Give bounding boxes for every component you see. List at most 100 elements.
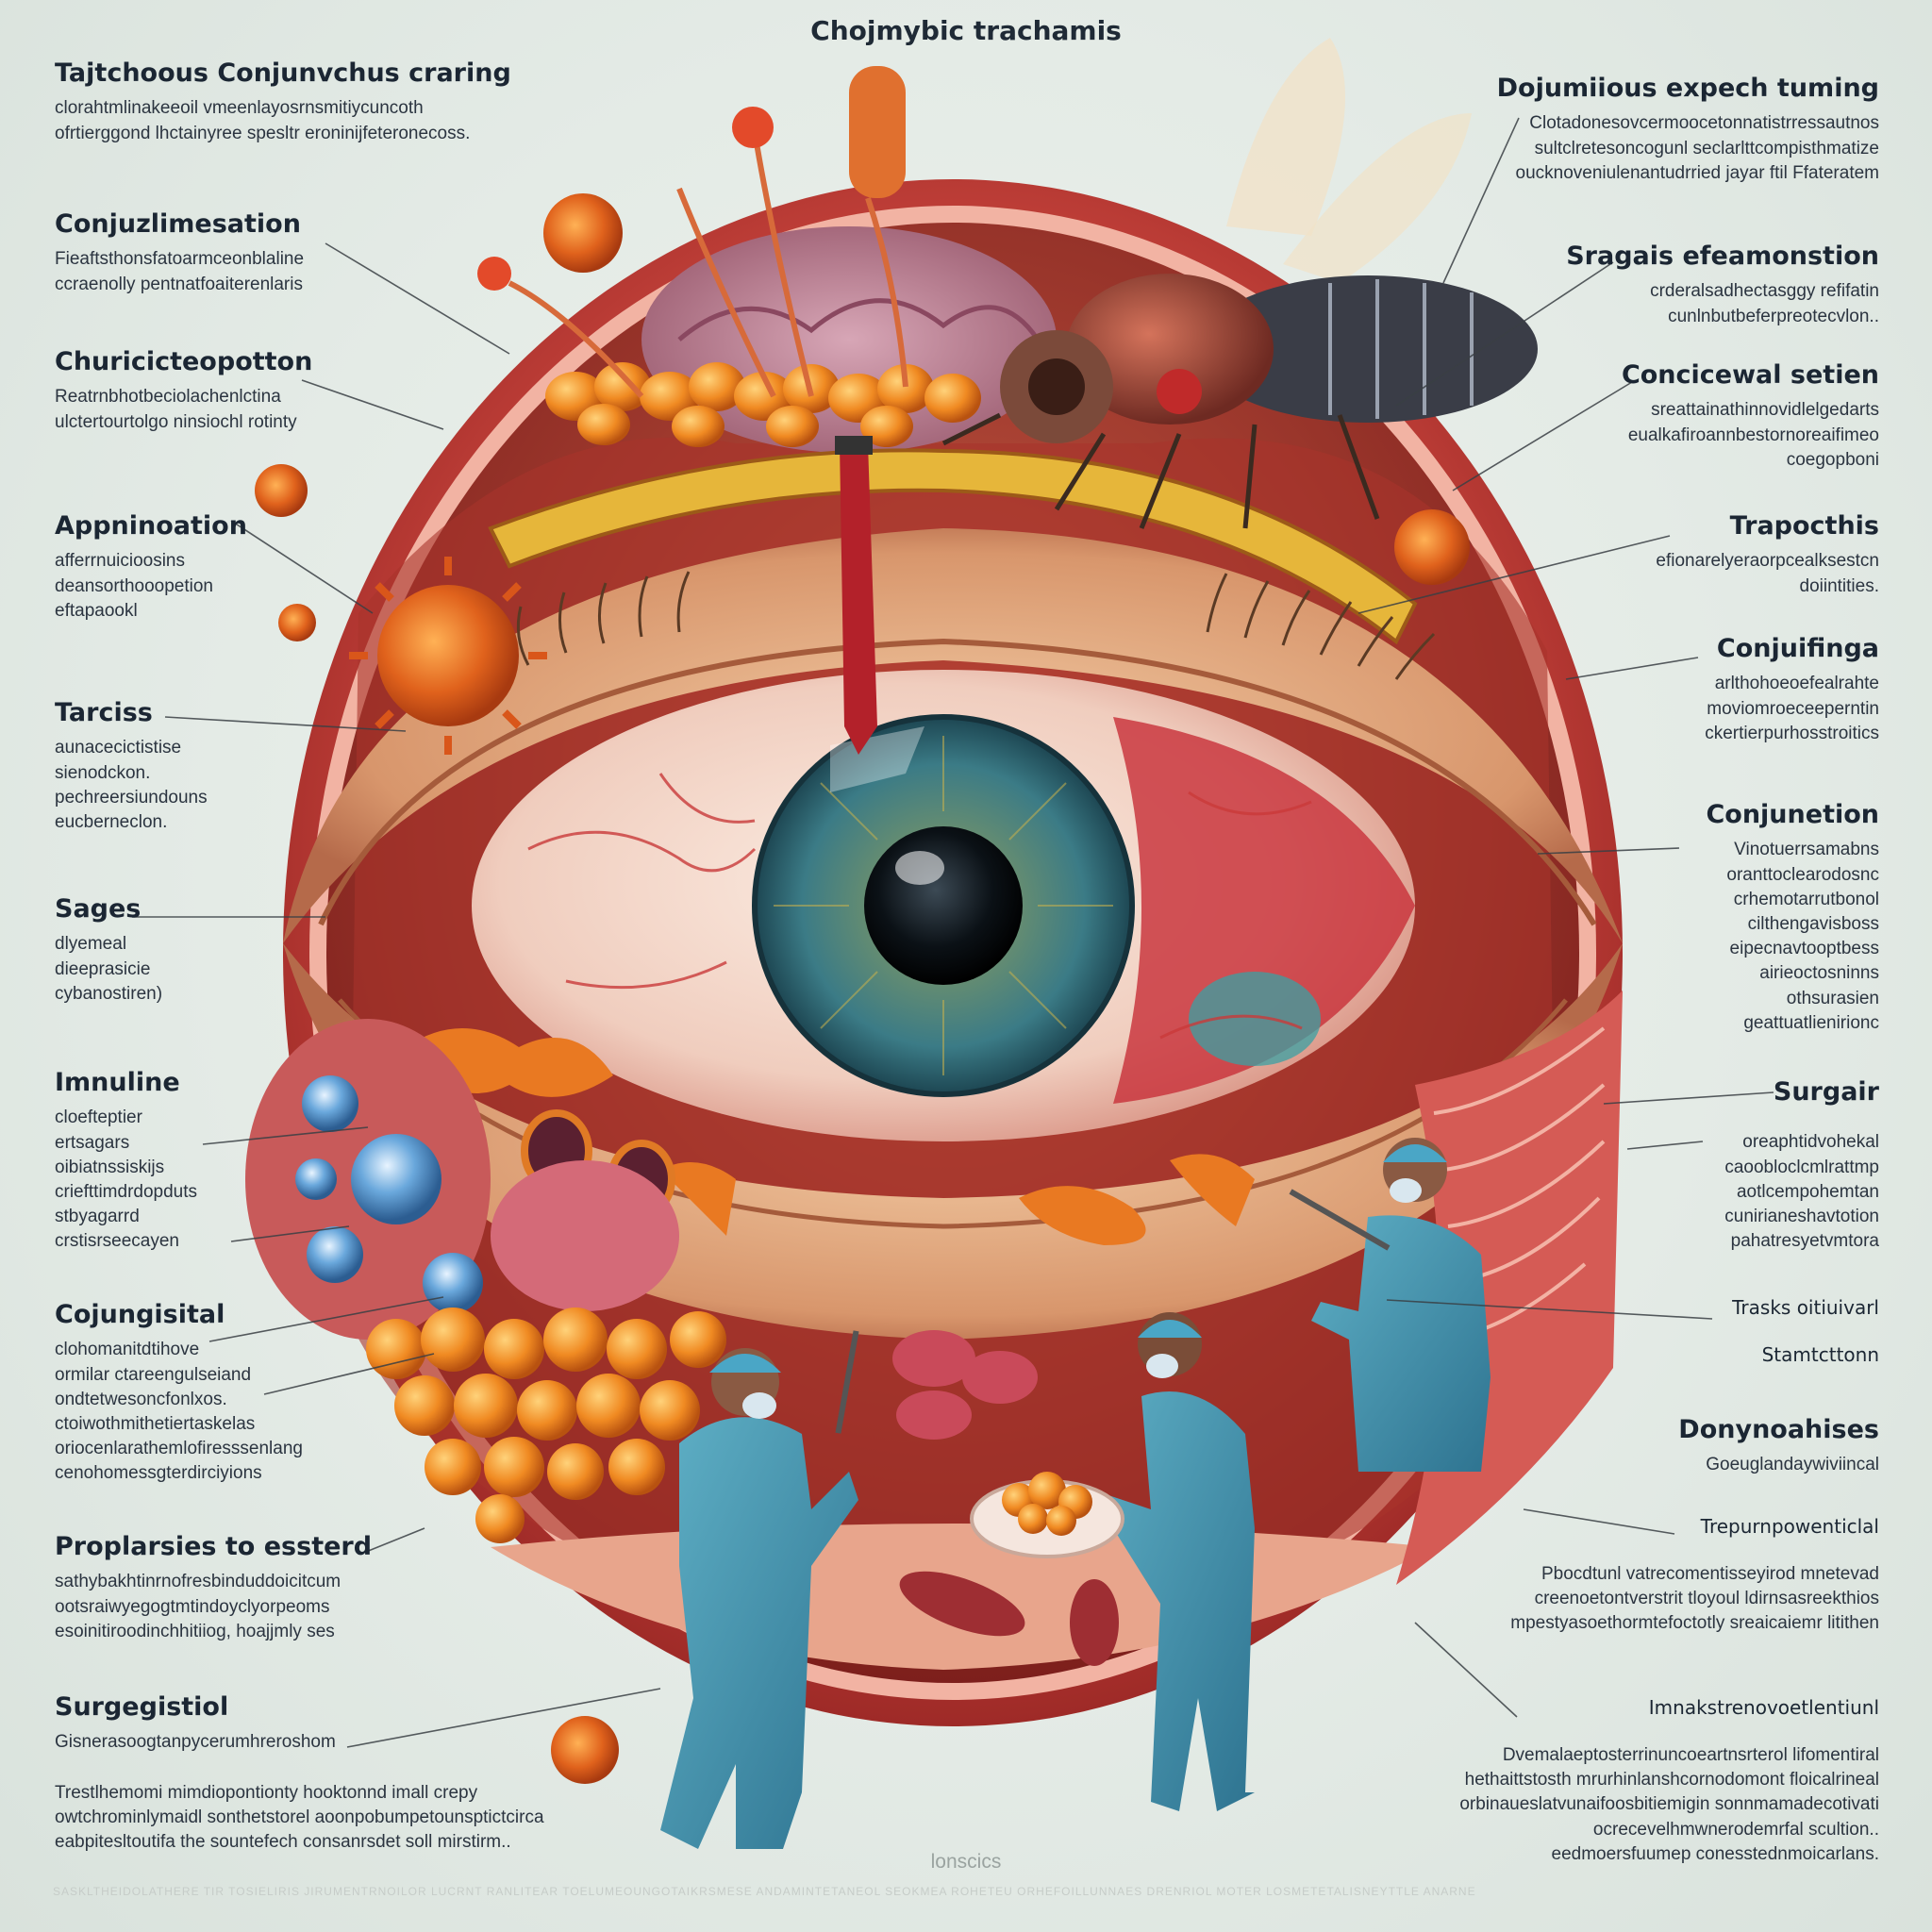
- label-line: Vinotuerrsamabns: [1734, 840, 1879, 860]
- label-line: orbinaueslatvunaifoosbitiemigin sonnmama…: [1459, 1794, 1879, 1815]
- label-line: pechreersiundouns: [55, 787, 208, 808]
- label-line: eualkafiroannbestornoreaifimeo: [1627, 425, 1879, 445]
- label-line: coegopboni: [1786, 449, 1879, 470]
- label-left-4: Appninoation afferrnuicioosins deansorth…: [55, 511, 247, 624]
- label-heading: Conjuzlimesation: [55, 209, 301, 239]
- label-line: ocrecevelhmwnerodemrfal scultion..: [1592, 1819, 1879, 1840]
- label-line: clorahtmlinakeeoil vmeenlayosrnsmitiycun…: [55, 98, 424, 119]
- label-line: stbyagarrd: [55, 1207, 140, 1227]
- label-line: ccraenolly pentnatfoaiterenlaris: [55, 274, 303, 294]
- label-line: moviomroeceeperntin: [1707, 698, 1879, 719]
- label-right-6: Conjunetion Vinotuerrsamabns oranttoclea…: [1706, 800, 1879, 1036]
- label-line: efionarelyeraorpcealksestcn: [1656, 551, 1879, 572]
- label-line: sultclretesoncogunl seclarlttcompisthmat…: [1534, 138, 1879, 158]
- label-line: Gisnerasoogtanpycerumhreroshom: [55, 1732, 336, 1753]
- label-heading: Conjunetion: [1706, 800, 1879, 829]
- label-right-13: Imnakstrenovoetlentiunl: [1649, 1696, 1879, 1726]
- label-line: ulctertourtolgo ninsiochl rotinty: [55, 411, 297, 432]
- label-right-9: Stamtcttonn: [1762, 1343, 1879, 1374]
- label-right-10: Donynoahises Goeuglandaywiviincal: [1678, 1415, 1879, 1478]
- surgeon-left: [660, 1330, 859, 1849]
- label-line: Trestlhemomi mimdiopontionty hooktonnd i…: [55, 1783, 478, 1803]
- label-left-3: Churicicteopotton Reatrnbhotbeciolachenl…: [55, 347, 312, 435]
- label-line: cilthengavisboss: [1747, 914, 1879, 935]
- label-line: criefttimdrdopduts: [55, 1182, 198, 1203]
- label-line: owtchrominlymaidl sonthetstorel aoonpobu…: [55, 1807, 544, 1828]
- label-line: cloefteptier: [55, 1108, 142, 1128]
- label-line: airieoctosninns: [1759, 963, 1879, 984]
- label-line: dlyemeal: [55, 934, 127, 955]
- label-line: geattuatlienirionc: [1743, 1012, 1879, 1033]
- label-line: deansorthooopetion: [55, 575, 213, 596]
- label-left-10: Surgegistiol Gisnerasoogtanpycerumhreros…: [55, 1692, 336, 1756]
- label-left-1: Tajtchoous Conjunvchus craring clorahtml…: [55, 58, 511, 146]
- label-line: eftapaookl: [55, 600, 138, 621]
- label-line: arlthohoeoefealrahte: [1714, 674, 1879, 694]
- label-line: crderalsadhectasggy refifatin: [1650, 281, 1879, 302]
- label-line: eedmoersfuumep conesstednmoicarlans.: [1551, 1843, 1879, 1864]
- label-line: oranttoclearodosnc: [1726, 864, 1879, 885]
- label-right-14: Dvemalaeptosterrinuncoeartnsrterol lifom…: [1459, 1743, 1879, 1867]
- label-heading: Trasks oitiuivarl: [1732, 1296, 1879, 1319]
- label-line: doiintities.: [1799, 575, 1880, 596]
- label-line: ormilar ctareengulseiand: [55, 1364, 252, 1385]
- label-line: crstisrseecayen: [55, 1231, 179, 1252]
- label-line: crhemotarrutbonol: [1733, 889, 1879, 909]
- label-line: esoinitiroodinchhitiiog, hoajjmly ses: [55, 1621, 335, 1641]
- label-line: cunirianeshavtotion: [1724, 1207, 1879, 1227]
- label-line: caoobloclcmlrattmp: [1724, 1157, 1879, 1177]
- label-heading: Cojungisital: [55, 1300, 225, 1329]
- label-line: dieeprasicie: [55, 958, 151, 979]
- label-left-6: Sages dlyemeal dieeprasicie cybanostiren…: [55, 894, 162, 1007]
- label-line: creenoetontverstrit tloyoul ldirnsasreek…: [1534, 1589, 1879, 1609]
- label-line: oriocenlarathemlofiresssenlang: [55, 1439, 303, 1459]
- label-line: Fieaftsthonsfatoarmceonblaline: [55, 249, 305, 270]
- surgeon-right: [1289, 1138, 1491, 1472]
- label-line: Reatrnbhotbeciolachenlctina: [55, 387, 281, 408]
- label-heading: Sragais efeamonstion: [1566, 242, 1879, 271]
- label-heading: Churicicteopotton: [55, 347, 313, 376]
- label-line: ckertierpurhosstroitics: [1705, 723, 1879, 743]
- label-heading: Tajtchoous Conjunvchus craring: [55, 58, 511, 88]
- label-heading: Surgegistiol: [55, 1692, 229, 1722]
- label-heading: Imnakstrenovoetlentiunl: [1648, 1696, 1879, 1719]
- label-line: cybanostiren): [55, 983, 163, 1004]
- label-heading: Appninoation: [55, 511, 247, 541]
- label-left-7: Imnuline cloefteptier ertsagars oibiatns…: [55, 1068, 197, 1255]
- label-line: ofrtierggond lhctainyree spesltr eronini…: [55, 123, 471, 143]
- label-left-5: Tarciss aunacecictistise sienodckon. pec…: [55, 698, 208, 835]
- label-right-4: Trapocthis efionarelyeraorpcealksestcn d…: [1656, 511, 1879, 599]
- label-line: clohomanitdtihove: [55, 1340, 200, 1360]
- label-line: Goeuglandaywiviincal: [1706, 1455, 1879, 1475]
- label-line: ertsagars: [55, 1132, 130, 1153]
- label-line: eipecnavtooptbess: [1729, 939, 1879, 959]
- label-heading: Conjuifinga: [1716, 634, 1879, 663]
- label-heading: Trapocthis: [1729, 511, 1879, 541]
- label-line: aunacecictistise: [55, 738, 182, 758]
- label-line: oibiatnssiskijs: [55, 1157, 165, 1177]
- watermark: lonscics: [930, 1851, 1002, 1873]
- label-left-2: Conjuzlimesation Fieaftsthonsfatoarmceon…: [55, 209, 304, 297]
- label-heading: Imnuline: [55, 1068, 180, 1097]
- label-right-3: Concicewal setien sreattainathinnovidlel…: [1622, 360, 1879, 473]
- label-line: aotlcempohemtan: [1736, 1181, 1879, 1202]
- label-line: Pbocdtunl vatrecomentisseyirod mnetevad: [1541, 1564, 1879, 1584]
- label-right-8: Trasks oitiuivarl: [1732, 1296, 1879, 1326]
- label-heading: Trepurnpowenticlal: [1700, 1515, 1879, 1538]
- label-line: hethaittstosth mrurhinlanshcornodomont f…: [1464, 1770, 1879, 1790]
- label-line: oucknoveniulenantudrried jayar ftil Ffat…: [1515, 162, 1879, 183]
- label-left-footer: Trestlhemomi mimdiopontionty hooktonnd i…: [55, 1781, 544, 1856]
- label-right-12: Pbocdtunl vatrecomentisseyirod mnetevad …: [1510, 1562, 1879, 1637]
- label-line: oreaphtidvohekal: [1742, 1132, 1879, 1153]
- label-left-8: Cojungisital clohomanitdtihove ormilar c…: [55, 1300, 303, 1487]
- label-line: cunlnbutbeferpreotecvlon..: [1668, 306, 1879, 326]
- label-line: sreattainathinnovidlelgedarts: [1651, 400, 1879, 421]
- label-line: cenohomessgterdirciyions: [55, 1463, 262, 1484]
- label-heading: Sages: [55, 894, 142, 924]
- label-line: othsurasien: [1786, 988, 1879, 1008]
- label-line: Clotadonesovcermoocetonnatistrressautnos: [1529, 113, 1879, 134]
- label-heading: Tarciss: [55, 698, 153, 727]
- label-line: eabpitesltoutifa the sountefech consanrs…: [55, 1832, 511, 1853]
- label-left-9: Proplarsies to essterd sathybakhtinrnofr…: [55, 1532, 372, 1644]
- label-line: sienodckon.: [55, 762, 151, 783]
